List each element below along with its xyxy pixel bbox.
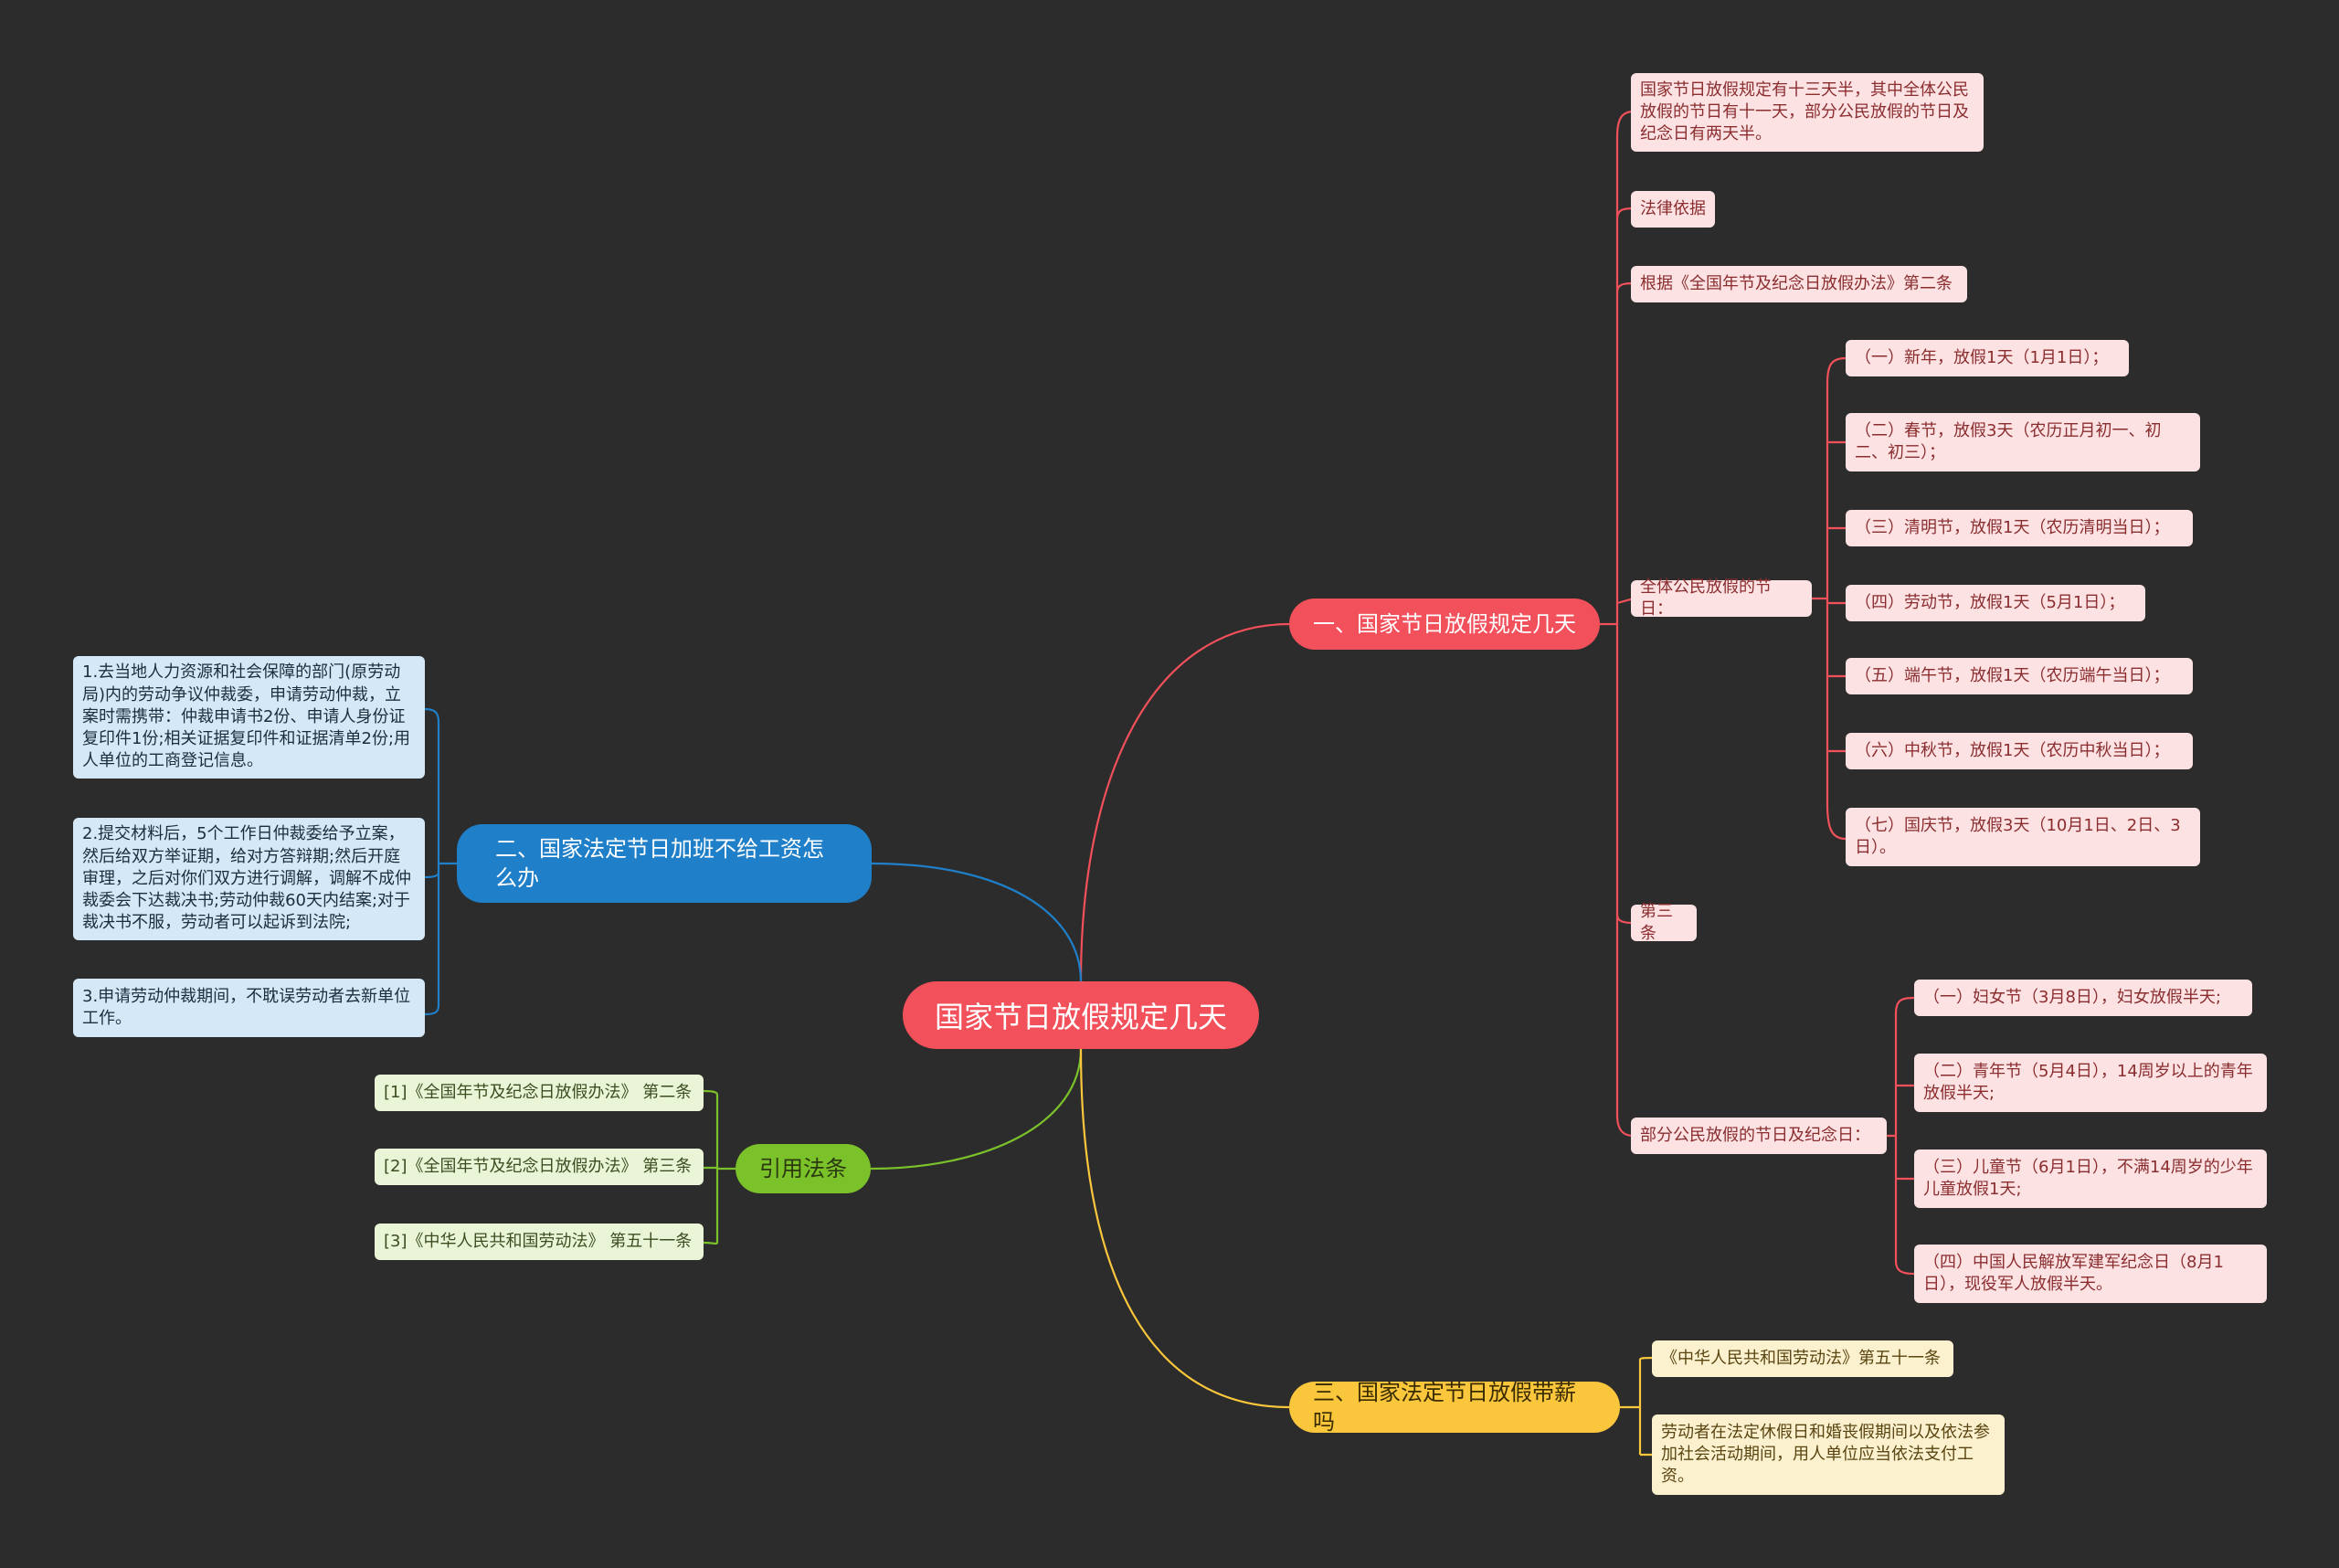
link-root-b4 xyxy=(1079,1048,1290,1409)
holiday-qingming[interactable]: （三）清明节，放假1天（农历清明当日）； xyxy=(1846,510,2193,546)
holiday-childrens-day[interactable]: （三）儿童节（6月1日），不满14周岁的少年儿童放假1天; xyxy=(1914,1150,2267,1208)
link-b4-items xyxy=(1620,1356,1655,1457)
branch-holiday-days[interactable]: 一、国家节日放假规定几天 xyxy=(1289,599,1600,650)
step-arbitration-note[interactable]: 3.申请劳动仲裁期间，不耽误劳动者去新单位工作。 xyxy=(73,979,425,1037)
paid-holiday-detail[interactable]: 劳动者在法定休假日和婚丧假期间以及依法参加社会活动期间，用人单位应当依法支付工资… xyxy=(1652,1414,2005,1495)
step-arbitration-process[interactable]: 2.提交材料后，5个工作日仲裁委给予立案，然后给双方举证期，给对方答辩期;然后开… xyxy=(73,818,425,940)
leaf-all-citizens[interactable]: 全体公民放假的节日： xyxy=(1631,577,1812,619)
holiday-labour-day[interactable]: （四）劳动节，放假1天（5月1日）； xyxy=(1846,585,2145,621)
cited-law-1[interactable]: [1]《全国年节及纪念日放假办法》 第二条 xyxy=(375,1075,704,1111)
link-partial xyxy=(1886,996,1915,1276)
leaf-partial-citizens[interactable]: 部分公民放假的节日及纪念日： xyxy=(1631,1118,1887,1154)
branch-paid-holiday[interactable]: 三、国家法定节日放假带薪吗 xyxy=(1289,1380,1620,1435)
leaf-legal-basis[interactable]: 法律依据 xyxy=(1631,191,1715,228)
link-root-b2 xyxy=(871,862,1083,982)
branch-cited-laws[interactable]: 引用法条 xyxy=(736,1144,871,1193)
holiday-national-day[interactable]: （七）国庆节，放假3天（10月1日、2日、3日）。 xyxy=(1846,808,2200,866)
holiday-spring-festival[interactable]: （二）春节，放假3天（农历正月初一、初二、初三）； xyxy=(1846,413,2200,471)
step-arbitration-apply[interactable]: 1.去当地人力资源和社会保障的部门(原劳动局)内的劳动争议仲裁委，申请劳动仲裁，… xyxy=(73,656,425,779)
root-topic[interactable]: 国家节日放假规定几天 xyxy=(903,981,1259,1049)
holiday-new-year[interactable]: （一）新年，放假1天（1月1日）； xyxy=(1846,340,2129,376)
link-b3-items xyxy=(703,1089,736,1245)
holiday-youth-day[interactable]: （二）青年节（5月4日），14周岁以上的青年放假半天; xyxy=(1914,1054,2267,1112)
branch-overtime-unpaid[interactable]: 二、国家法定节日加班不给工资怎么办 xyxy=(457,824,872,903)
holiday-dragon-boat[interactable]: （五）端午节，放假1天（农历端午当日）； xyxy=(1846,658,2193,694)
link-root-b1 xyxy=(1079,622,1290,982)
leaf-intro[interactable]: 国家节日放假规定有十三天半，其中全体公民放假的节日有十一天，部分公民放假的节日及… xyxy=(1631,73,1984,152)
link-root-b3 xyxy=(870,1048,1083,1171)
cited-law-2[interactable]: [2]《全国年节及纪念日放假办法》 第三条 xyxy=(375,1149,704,1185)
leaf-article-3[interactable]: 第三条 xyxy=(1631,902,1697,943)
holiday-army-day[interactable]: （四）中国人民解放军建军纪念日（8月1日），现役军人放假半天。 xyxy=(1914,1245,2267,1303)
holiday-womens-day[interactable]: （一）妇女节（3月8日），妇女放假半天; xyxy=(1914,980,2252,1016)
cited-law-3[interactable]: [3]《中华人民共和国劳动法》 第五十一条 xyxy=(375,1224,704,1260)
leaf-article-2[interactable]: 根据《全国年节及纪念日放假办法》第二条 xyxy=(1631,266,1967,302)
holiday-mid-autumn[interactable]: （六）中秋节，放假1天（农历中秋当日）； xyxy=(1846,733,2193,769)
link-b1-children xyxy=(1599,110,1635,1138)
link-all-citizens xyxy=(1809,356,1847,841)
link-b2-items xyxy=(424,707,457,1016)
paid-holiday-law-ref[interactable]: 《中华人民共和国劳动法》第五十一条 xyxy=(1652,1340,1953,1377)
